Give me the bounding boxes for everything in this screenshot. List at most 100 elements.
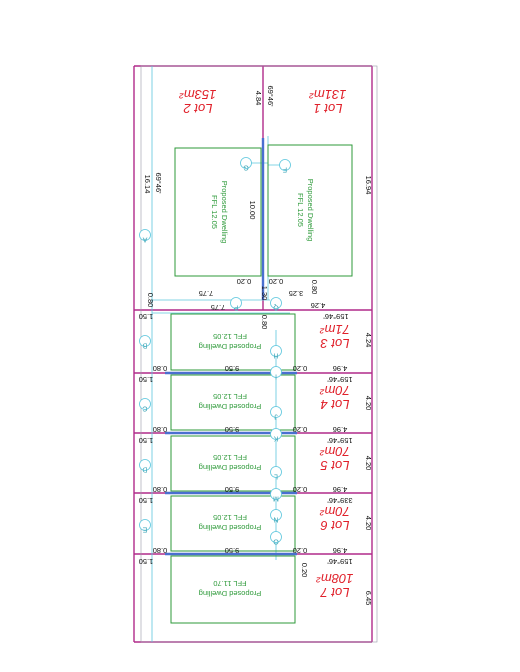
marker-g: G (240, 157, 252, 171)
marker-circle (270, 509, 282, 521)
marker-circle (139, 519, 151, 531)
lot7-area: 108m² (316, 571, 354, 586)
dwelling-lot3 (170, 313, 296, 371)
marker-circle (240, 157, 252, 169)
lot7-name: Lot 7 (320, 585, 350, 600)
marker-letter: A (142, 236, 147, 243)
marker-circle (270, 366, 282, 378)
marker-letter: C (142, 405, 147, 412)
dim-row3-950: 9.50 (225, 364, 240, 373)
dim-row3-020: 0.20 (293, 364, 308, 373)
dim-row3-side: 4.20 (364, 396, 373, 411)
dwelling-lot6 (170, 495, 296, 552)
marker-circle (270, 297, 282, 309)
marker-circle (139, 335, 151, 347)
dim-left-150-c: 1.50 (139, 436, 154, 445)
dim-080-a: 0.80 (310, 280, 319, 295)
dwelling-labels: Proposed Dwelling FFL 12.05 Proposed Dwe… (199, 179, 315, 598)
marker-circle (139, 459, 151, 471)
dim-lot1-bearing: 69°46' (266, 85, 275, 107)
lot3-area: 71m² (320, 322, 350, 337)
dim-lot3-bearing: 159°46' (323, 312, 349, 321)
dwelling-lot7 (170, 555, 296, 624)
dimension-labels: 4.84 69°46' 16.94 69°46' 16.14 10.00 0.2… (139, 85, 373, 605)
dwelling-lot2-name: Proposed Dwelling (220, 181, 229, 244)
lot5-name: Lot 5 (320, 458, 350, 473)
dwelling-lot7-name: Proposed Dwelling (199, 589, 262, 598)
dim-row5-side: 4.20 (364, 516, 373, 531)
lot1-area: 131m² (309, 87, 347, 102)
marker-l: L (270, 466, 282, 480)
dim-775-b: 7.75 (211, 303, 226, 312)
marker-o: O (270, 531, 282, 545)
marker-i: I (270, 366, 282, 380)
marker-c: C (139, 398, 151, 412)
dim-row4-080: 0.80 (153, 425, 168, 434)
marker-letter: I (275, 373, 277, 380)
marker-letter: N (273, 516, 278, 523)
survey-markers: A B C D E F G H I J K L M N O P Q (139, 157, 291, 545)
marker-circle (270, 406, 282, 418)
dim-325: 3.25 (289, 289, 304, 298)
dim-020-b: 0.20 (269, 277, 284, 286)
dim-lot3-side: 4.24 (364, 333, 373, 348)
marker-letter: E (142, 526, 147, 533)
dwelling-lot1 (267, 144, 353, 277)
dim-row4-020: 0.20 (293, 425, 308, 434)
dwelling-lot3-name: Proposed Dwelling (199, 342, 262, 351)
dim-top-house-depth: 10.00 (248, 201, 257, 220)
marker-letter: D (142, 466, 147, 473)
dim-row5-bearing: 339°46' (327, 496, 353, 505)
lot3-name: Lot 3 (320, 336, 350, 351)
marker-m: M (270, 488, 282, 502)
title-frame (140, 65, 378, 643)
marker-h: H (270, 345, 282, 359)
lot1-name: Lot 1 (314, 101, 343, 116)
marker-circle (139, 229, 151, 241)
dim-lot1-front: 4.84 (254, 91, 263, 106)
marker-letter: B (142, 342, 147, 349)
lot5-area: 70m² (320, 444, 350, 459)
marker-a: A (139, 229, 151, 243)
marker-letter: H (273, 352, 278, 359)
dim-row4-950: 9.50 (225, 425, 240, 434)
marker-letter: O (273, 538, 279, 545)
dim-row6-080: 0.80 (153, 546, 168, 555)
dim-lot2-bearing: 69°46' (154, 172, 163, 194)
dim-row3-496: 4.96 (333, 364, 348, 373)
dim-080-b: 0.80 (146, 293, 155, 308)
marker-letter: M (273, 495, 279, 502)
lot4-name: Lot 4 (321, 397, 350, 412)
marker-letter: K (273, 435, 278, 442)
dwelling-lot1-ffl: FFL 12.05 (296, 193, 305, 227)
marker-p: P (230, 297, 242, 311)
marker-letter: G (243, 164, 248, 171)
dwelling-lot3-ffl: FFL 12.05 (213, 332, 247, 341)
marker-k: K (270, 428, 282, 442)
marker-letter: F (283, 166, 287, 173)
lot6-area: 70m² (320, 504, 350, 519)
dim-row5-496: 4.96 (333, 485, 348, 494)
dwelling-lot6-ffl: FFL 12.05 (213, 513, 247, 522)
marker-f: F (279, 159, 291, 173)
dim-row3-080: 0.80 (153, 364, 168, 373)
marker-letter: L (274, 473, 278, 480)
marker-circle (270, 345, 282, 357)
dim-775-a: 7.75 (199, 289, 214, 298)
dwelling-lot7-ffl: FFL 11.70 (213, 579, 246, 588)
marker-circle (270, 466, 282, 478)
lot6-name: Lot 6 (320, 518, 350, 533)
dwelling-lot5-name: Proposed Dwelling (199, 463, 262, 472)
dim-lot7-020: 0.20 (300, 563, 309, 578)
lot2-area: 153m² (179, 87, 217, 102)
dim-row4-bearing: 159°46' (327, 436, 353, 445)
marker-q: Q (270, 297, 282, 311)
marker-letter: P (233, 304, 238, 311)
dim-left-150-d: 1.50 (139, 496, 154, 505)
dim-row5-950: 9.50 (225, 485, 240, 494)
marker-n: N (270, 509, 282, 523)
dwelling-lot1-name: Proposed Dwelling (306, 179, 315, 242)
marker-letter: J (274, 413, 278, 420)
dim-row3-bearing: 159°46' (327, 375, 353, 384)
dim-left-150-a: 1.50 (139, 312, 154, 321)
